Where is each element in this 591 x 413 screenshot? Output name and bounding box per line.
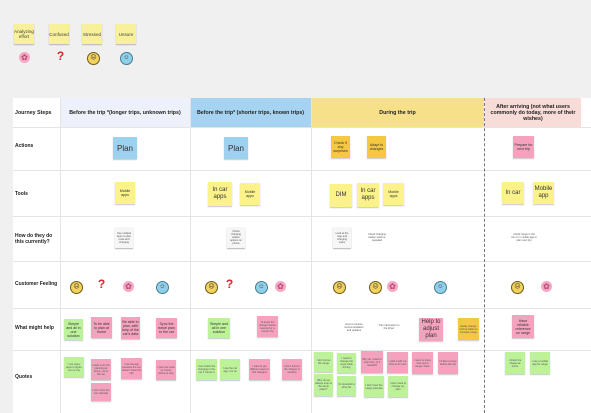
unsure-face-icon: ☹: [369, 281, 382, 294]
note-check-surprises[interactable]: Check if any surprises: [331, 136, 350, 158]
dashed-divider: [484, 98, 485, 413]
note-mobile-apps[interactable]: Mobile apps: [383, 183, 404, 205]
note-quote[interactable]: I check the charge at home: [505, 352, 525, 374]
brain-icon: ✿: [387, 281, 398, 292]
row-label-what-might-help: What might help: [15, 325, 54, 331]
row-label-actions: Actions: [15, 143, 34, 149]
column-divider: [311, 98, 312, 413]
note-quote[interactable]: I use many apps to figure out my trip: [64, 357, 84, 377]
header-before-trip-long: Before the trip *(longer trips, unknown …: [60, 98, 190, 127]
header-journey-steps: Journey Steps: [13, 98, 62, 127]
row-label-quotes: Quotes: [15, 374, 33, 380]
note-help[interactable]: To be able to plan at home: [91, 317, 112, 338]
stressed-face-icon: ☹: [87, 52, 100, 65]
note-help[interactable]: Be able to plan, with help of the car's …: [121, 317, 140, 339]
brain-icon: ✿: [123, 281, 134, 292]
note-help[interactable]: To know the charger before leaving for a…: [257, 316, 278, 337]
note-help[interactable]: Simple and all in one solution: [64, 319, 83, 340]
column-divider: [190, 98, 191, 413]
note-quote[interactable]: I can check the charging in the car if I…: [196, 359, 217, 380]
note-quote[interactable]: I wish it told me what to do next: [387, 352, 408, 373]
note-help[interactable]: Simple and all in one solution: [208, 318, 230, 338]
legend-note-unsure[interactable]: Unsure: [116, 24, 136, 44]
note-help[interactable]: How to receive recommendation and update…: [342, 320, 366, 334]
stressed-face-icon: ☹: [205, 281, 218, 294]
question-mark-icon: ?: [97, 277, 106, 291]
note-help-adjust-plan[interactable]: Help to adjust plan: [419, 318, 443, 341]
note-help[interactable]: Sync the travel plan to the car: [156, 318, 177, 338]
header-after-arriving: After arriving (not what users commonly …: [485, 98, 581, 127]
note-mobile-apps[interactable]: Mobile apps: [240, 183, 260, 205]
stressed-face-icon: ☹: [70, 281, 83, 294]
brain-icon: ✿: [19, 52, 30, 63]
row-divider: [13, 216, 591, 217]
header-before-trip-short: Before the trip* (shorter trips, known t…: [190, 98, 311, 127]
note-mobile-app[interactable]: Mobile app: [533, 182, 554, 204]
note-adapt-changes[interactable]: Adapt to changes: [367, 136, 386, 158]
unsure-face-icon: ☺: [255, 281, 268, 294]
note-quote[interactable]: Why do we always stop at the same place?: [314, 374, 333, 396]
note-plan[interactable]: Plan: [224, 137, 248, 159]
note-help[interactable]: Easily change driving habits to increase…: [458, 318, 479, 340]
unsure-face-icon: ☺: [120, 52, 133, 65]
note-prepare-next-trip[interactable]: Prepare for next trip: [513, 136, 534, 158]
note-quote[interactable]: I don't trust the car estimate: [91, 383, 111, 401]
column-divider: [60, 98, 61, 413]
note-plan[interactable]: Plan: [113, 137, 137, 159]
question-mark-icon: ?: [56, 49, 65, 63]
note-current-method[interactable]: Check charging station options, repeated: [366, 227, 388, 247]
row-label-customer-feeling: Customer Feeling: [15, 281, 58, 287]
stressed-face-icon: ☹: [511, 281, 524, 294]
question-mark-icon: ?: [225, 277, 234, 291]
note-quote[interactable]: I need to change the route while driving: [337, 353, 356, 373]
brain-icon: ✿: [541, 281, 552, 292]
note-current-method[interactable]: Use multiple apps to plan route and char…: [115, 227, 133, 248]
row-label-tools: Tools: [15, 191, 28, 197]
note-in-car[interactable]: In car: [502, 182, 524, 204]
note-mobile-apps[interactable]: Mobile apps: [115, 182, 135, 204]
note-current-method[interactable]: Check range in the car or in mobile app …: [510, 227, 538, 247]
note-current-method[interactable]: Check charging station options on phone: [227, 227, 245, 248]
note-in-car-apps[interactable]: In car apps: [208, 182, 232, 206]
brain-icon: ✿: [275, 281, 286, 292]
note-dim[interactable]: DIM: [330, 184, 352, 207]
note-quote[interactable]: I use the app because the car doesn't ha…: [121, 358, 142, 379]
note-quote[interactable]: I want to do the planning at home, not i…: [91, 359, 111, 380]
row-divider: [13, 308, 591, 309]
note-help[interactable]: Have reliable reference on range: [512, 315, 534, 338]
legend-note-analyzing[interactable]: Analyzing effort: [14, 24, 34, 44]
unsure-face-icon: ☺: [156, 281, 169, 294]
legend-note-confused[interactable]: Confused: [49, 24, 69, 44]
note-quote[interactable]: I don't trust the range estimate: [364, 376, 384, 397]
note-help[interactable]: Trip information to the driver: [377, 320, 401, 334]
row-divider: [13, 127, 591, 128]
note-quote[interactable]: I'd like to know before the trip: [438, 352, 458, 374]
unsure-face-icon: ☺: [434, 281, 447, 294]
note-quote[interactable]: I don't know if the charger is working: [282, 359, 302, 380]
row-label-current: How do they do this currently?: [15, 233, 53, 245]
header-during-trip: During the trip: [311, 98, 484, 127]
note-quote[interactable]: I don't want to change my plan: [388, 376, 408, 397]
note-current-method[interactable]: Look at the map and charging stops: [333, 227, 351, 248]
note-quote[interactable]: I want to get different apps to find cha…: [249, 359, 270, 380]
note-quote[interactable]: I want to know how much range I have: [412, 352, 433, 374]
note-quote[interactable]: It's stressful to drive far: [337, 376, 356, 396]
note-quote[interactable]: I don't know the range: [314, 352, 333, 372]
note-quote[interactable]: I use a mobile app for range: [530, 352, 550, 374]
row-divider: [13, 170, 591, 171]
note-in-car-apps[interactable]: In car apps: [357, 183, 379, 207]
note-quote[interactable]: I plan the route so I know where to stop: [156, 360, 176, 380]
legend-note-stressed[interactable]: Stressed: [82, 24, 102, 44]
note-quote[interactable]: I use the car app, it is ok: [220, 359, 240, 380]
row-divider: [13, 350, 591, 351]
row-divider: [13, 261, 591, 262]
note-quote[interactable]: Why do I need to stop here, is it needed…: [361, 351, 383, 373]
stressed-face-icon: ☹: [333, 281, 346, 294]
